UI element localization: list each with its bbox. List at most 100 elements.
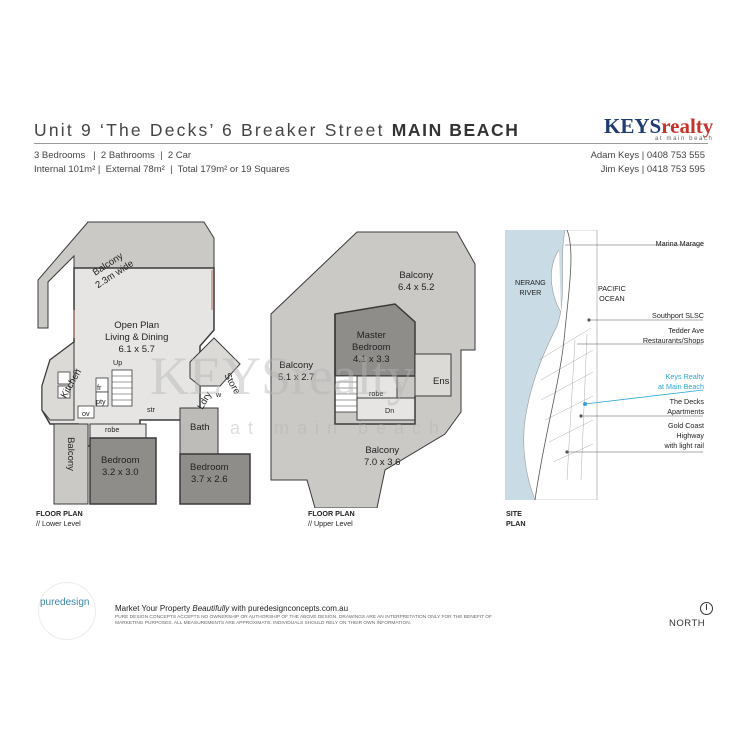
room-name: Master (356, 330, 386, 341)
room-dimensions: 7.0 x 3.6 (364, 457, 401, 468)
ocean-label: PACIFIC OCEAN (598, 284, 626, 304)
southport-slsc-callout: Southport SLSC (652, 311, 704, 320)
property-features: 3 Bedrooms | 2 Bathrooms | 2 Car (34, 150, 191, 161)
site-plan-title-line2: PLAN (506, 519, 526, 528)
bath-room (179, 407, 219, 455)
upper-plan-subtitle: // Upper Level (308, 519, 353, 528)
upper-level-plan (270, 231, 476, 508)
bathrooms-count: 2 Bathrooms (100, 150, 155, 161)
river-label-line: RIVER (519, 288, 542, 297)
lower-plan-subtitle: // Lower Level (36, 519, 81, 528)
keys-realty-logo: KEYSrealty (604, 114, 713, 139)
title-suburb: MAIN BEACH (391, 120, 520, 140)
callout-line: Gold Coast (668, 421, 704, 430)
ocean-label-line: OCEAN (599, 294, 625, 303)
stairs-down-label: Dn (385, 406, 395, 415)
page-title: Unit 9 ‘The Decks’ 6 Breaker Street MAIN… (34, 120, 520, 141)
kitchen-cabinet (57, 385, 71, 399)
footer-tagline: Market Your Property Beautifully with pu… (115, 604, 348, 613)
room-name: Balcony (399, 270, 434, 281)
upper-balcony-bottom-label: Balcony 7.0 x 3.6 (364, 445, 400, 469)
street-grid (538, 327, 594, 481)
header-divider (34, 143, 708, 144)
bedroom-2-floor (179, 453, 251, 505)
callout-line: Highway (676, 431, 704, 440)
room-name: Bedroom (190, 462, 229, 473)
separator: | (170, 164, 173, 175)
bedroom-2-label: Bedroom 3.7 x 2.6 (190, 462, 229, 486)
car-count: 2 Car (167, 150, 192, 161)
bedroom-1-label: Bedroom 3.2 x 3.0 (101, 455, 140, 479)
site-plan-title: SITE (506, 509, 522, 518)
upper-balcony-left-label: Balcony 5.1 x 2.7 (278, 360, 314, 384)
upper-robe-label: robe (369, 389, 384, 398)
separator: | (160, 150, 163, 161)
callout-lines (565, 244, 703, 453)
logo-realty-text: realty (661, 114, 714, 138)
tagline-text: with puredesignconcepts.com.au (231, 604, 349, 613)
tagline-emphasis: Beautifully (192, 604, 230, 613)
lower-plan-title: FLOOR PLAN (36, 509, 83, 518)
pantry-label: pty (96, 397, 106, 406)
callout-line: at Main Beach (658, 382, 704, 391)
callout-line: with light rail (664, 441, 704, 450)
contact-jim: Jim Keys | 0418 753 595 (600, 164, 705, 175)
stairs-up-label: Up (113, 358, 123, 367)
fridge-label: fr (97, 383, 102, 392)
marina-island (551, 249, 562, 313)
contact-adam: Adam Keys | 0408 753 555 (590, 150, 705, 161)
title-address: Unit 9 ‘The Decks’ 6 Breaker Street (34, 120, 385, 140)
kitchen-cabinet (57, 371, 71, 385)
keys-realty-callout: Keys Realty at Main Beach (658, 372, 704, 392)
room-dimensions: 3.7 x 2.6 (191, 474, 228, 485)
upper-plan-title: FLOOR PLAN (308, 509, 355, 518)
keys-realty-callout-line (584, 389, 704, 405)
bedroom-1-floor (89, 437, 157, 505)
decks-marker (579, 414, 583, 418)
lower-level-plan (37, 221, 251, 505)
room-dimensions: 4.1 x 3.3 (353, 354, 390, 365)
footer-disclaimer: PURE DESIGN CONCEPTS ACCEPTS NO OWNERSHI… (115, 615, 492, 626)
internal-area: Internal 101m² (34, 164, 96, 175)
tagline-text: Market Your Property (115, 604, 191, 613)
room-name: Bedroom (352, 342, 391, 353)
room-dimensions: 6.4 x 5.2 (398, 282, 435, 293)
river-label-line: NERANG (515, 278, 546, 287)
room-name: Bedroom (101, 455, 140, 466)
master-bedroom-label: Master Bedroom 4.1 x 3.3 (352, 330, 391, 366)
bath-label: Bath (190, 422, 210, 433)
tedder-ave-callout: Tedder Ave Restaurants/Shops (643, 326, 704, 346)
separator: | (97, 164, 101, 175)
callout-line: Keys Realty (665, 372, 704, 381)
external-area: External 78m² (105, 164, 165, 175)
lower-stairs (111, 369, 133, 407)
bedrooms-count: 3 Bedrooms (34, 150, 86, 161)
room-dimensions: 6.1 x 5.7 (118, 344, 155, 355)
property-areas: Internal 101m² | External 78m² | Total 1… (34, 164, 290, 175)
living-dining-label: Open Plan Living & Dining 6.1 x 5.7 (105, 320, 168, 356)
pantry-box (95, 391, 109, 407)
callout-line: Restaurants/Shops (642, 336, 704, 345)
watermark-subtext: at main beach (230, 418, 448, 438)
north-label: NORTH (669, 618, 706, 629)
wc-label: w (216, 390, 222, 399)
callout-line: The Decks (669, 397, 704, 406)
watermark-logo: KEYSrealty (150, 346, 414, 406)
logo-subtext: at main beach (655, 136, 714, 142)
robe-label: robe (105, 425, 120, 434)
slsc-marker (587, 318, 591, 322)
ocean-label-line: PACIFIC (598, 284, 626, 293)
gold-coast-highway (534, 230, 572, 500)
pure-design-logo-text: puredesign (40, 597, 90, 608)
total-area: Total 179m² or 19 Squares (177, 164, 290, 175)
room-name: Balcony (365, 445, 400, 456)
room-name: Balcony (279, 360, 314, 371)
oven-label: ov (82, 409, 90, 418)
lower-balcony-top (37, 221, 215, 329)
lower-balcony-side-label: Balcony (64, 437, 76, 471)
room-dimensions: 3.2 x 3.0 (102, 467, 139, 478)
callout-line: Tedder Ave (668, 326, 704, 335)
logo-keys-text: KEYS (604, 114, 662, 138)
dishwasher-label: d (73, 367, 77, 376)
